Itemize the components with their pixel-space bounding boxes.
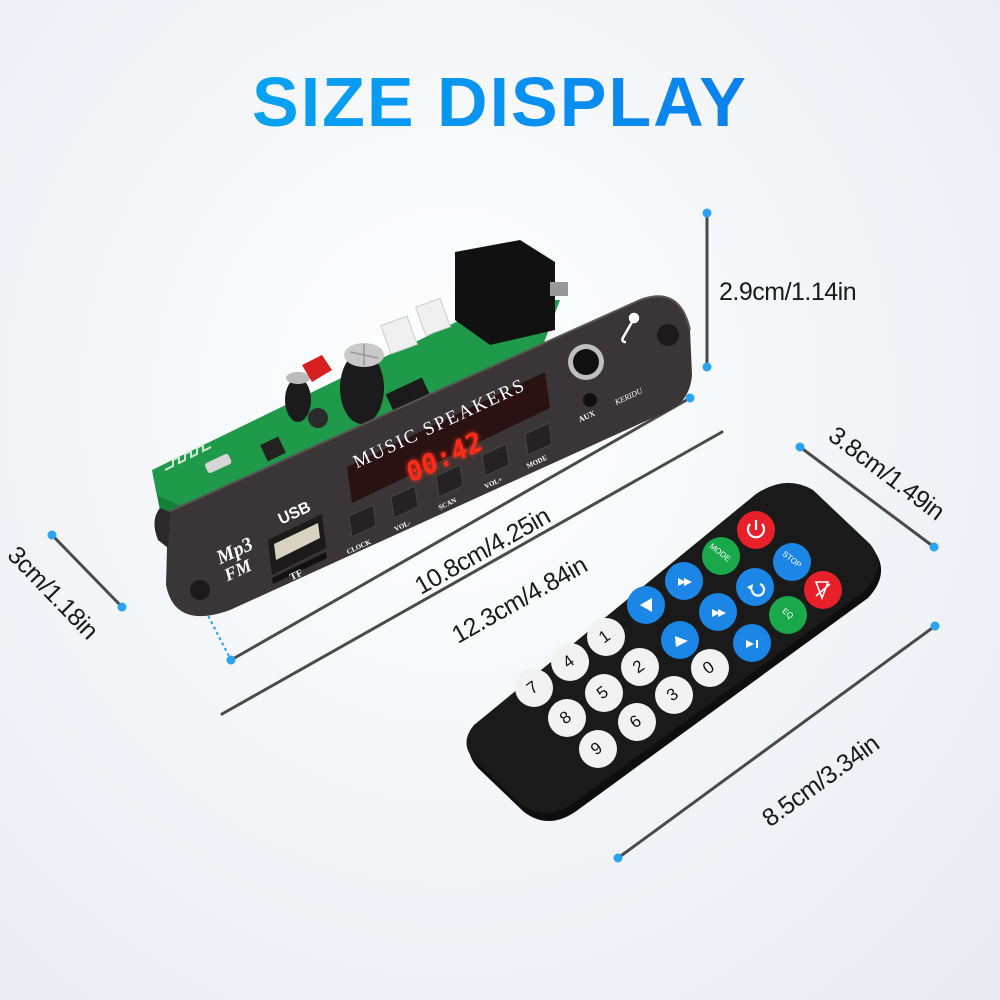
- key-7: [515, 669, 553, 707]
- panel-height-line: [50, 533, 124, 609]
- eq-button: [769, 596, 807, 634]
- mode-button: [702, 537, 740, 575]
- key-5: [585, 674, 623, 712]
- board-height-label: 2.9cm/1.14in: [719, 278, 857, 306]
- key-4: [551, 643, 589, 681]
- key-3: [655, 676, 693, 714]
- remote-width-line: [798, 445, 936, 549]
- key-0: [691, 649, 729, 687]
- key-9: [579, 730, 617, 768]
- key-2: [621, 648, 659, 686]
- page-title: SIZE DISPLAY: [0, 62, 1000, 142]
- microphone-icon: [621, 312, 640, 344]
- remote-length-line: [616, 624, 937, 860]
- return-button: [736, 568, 774, 606]
- key-8: [548, 699, 586, 737]
- key-1: [587, 618, 625, 656]
- inner-length-line: [229, 396, 692, 662]
- key-6: [618, 703, 656, 741]
- total-length-line: [220, 430, 724, 716]
- front-panel: [154, 295, 692, 617]
- remote-keys: [515, 511, 842, 768]
- stop-button: [773, 543, 811, 581]
